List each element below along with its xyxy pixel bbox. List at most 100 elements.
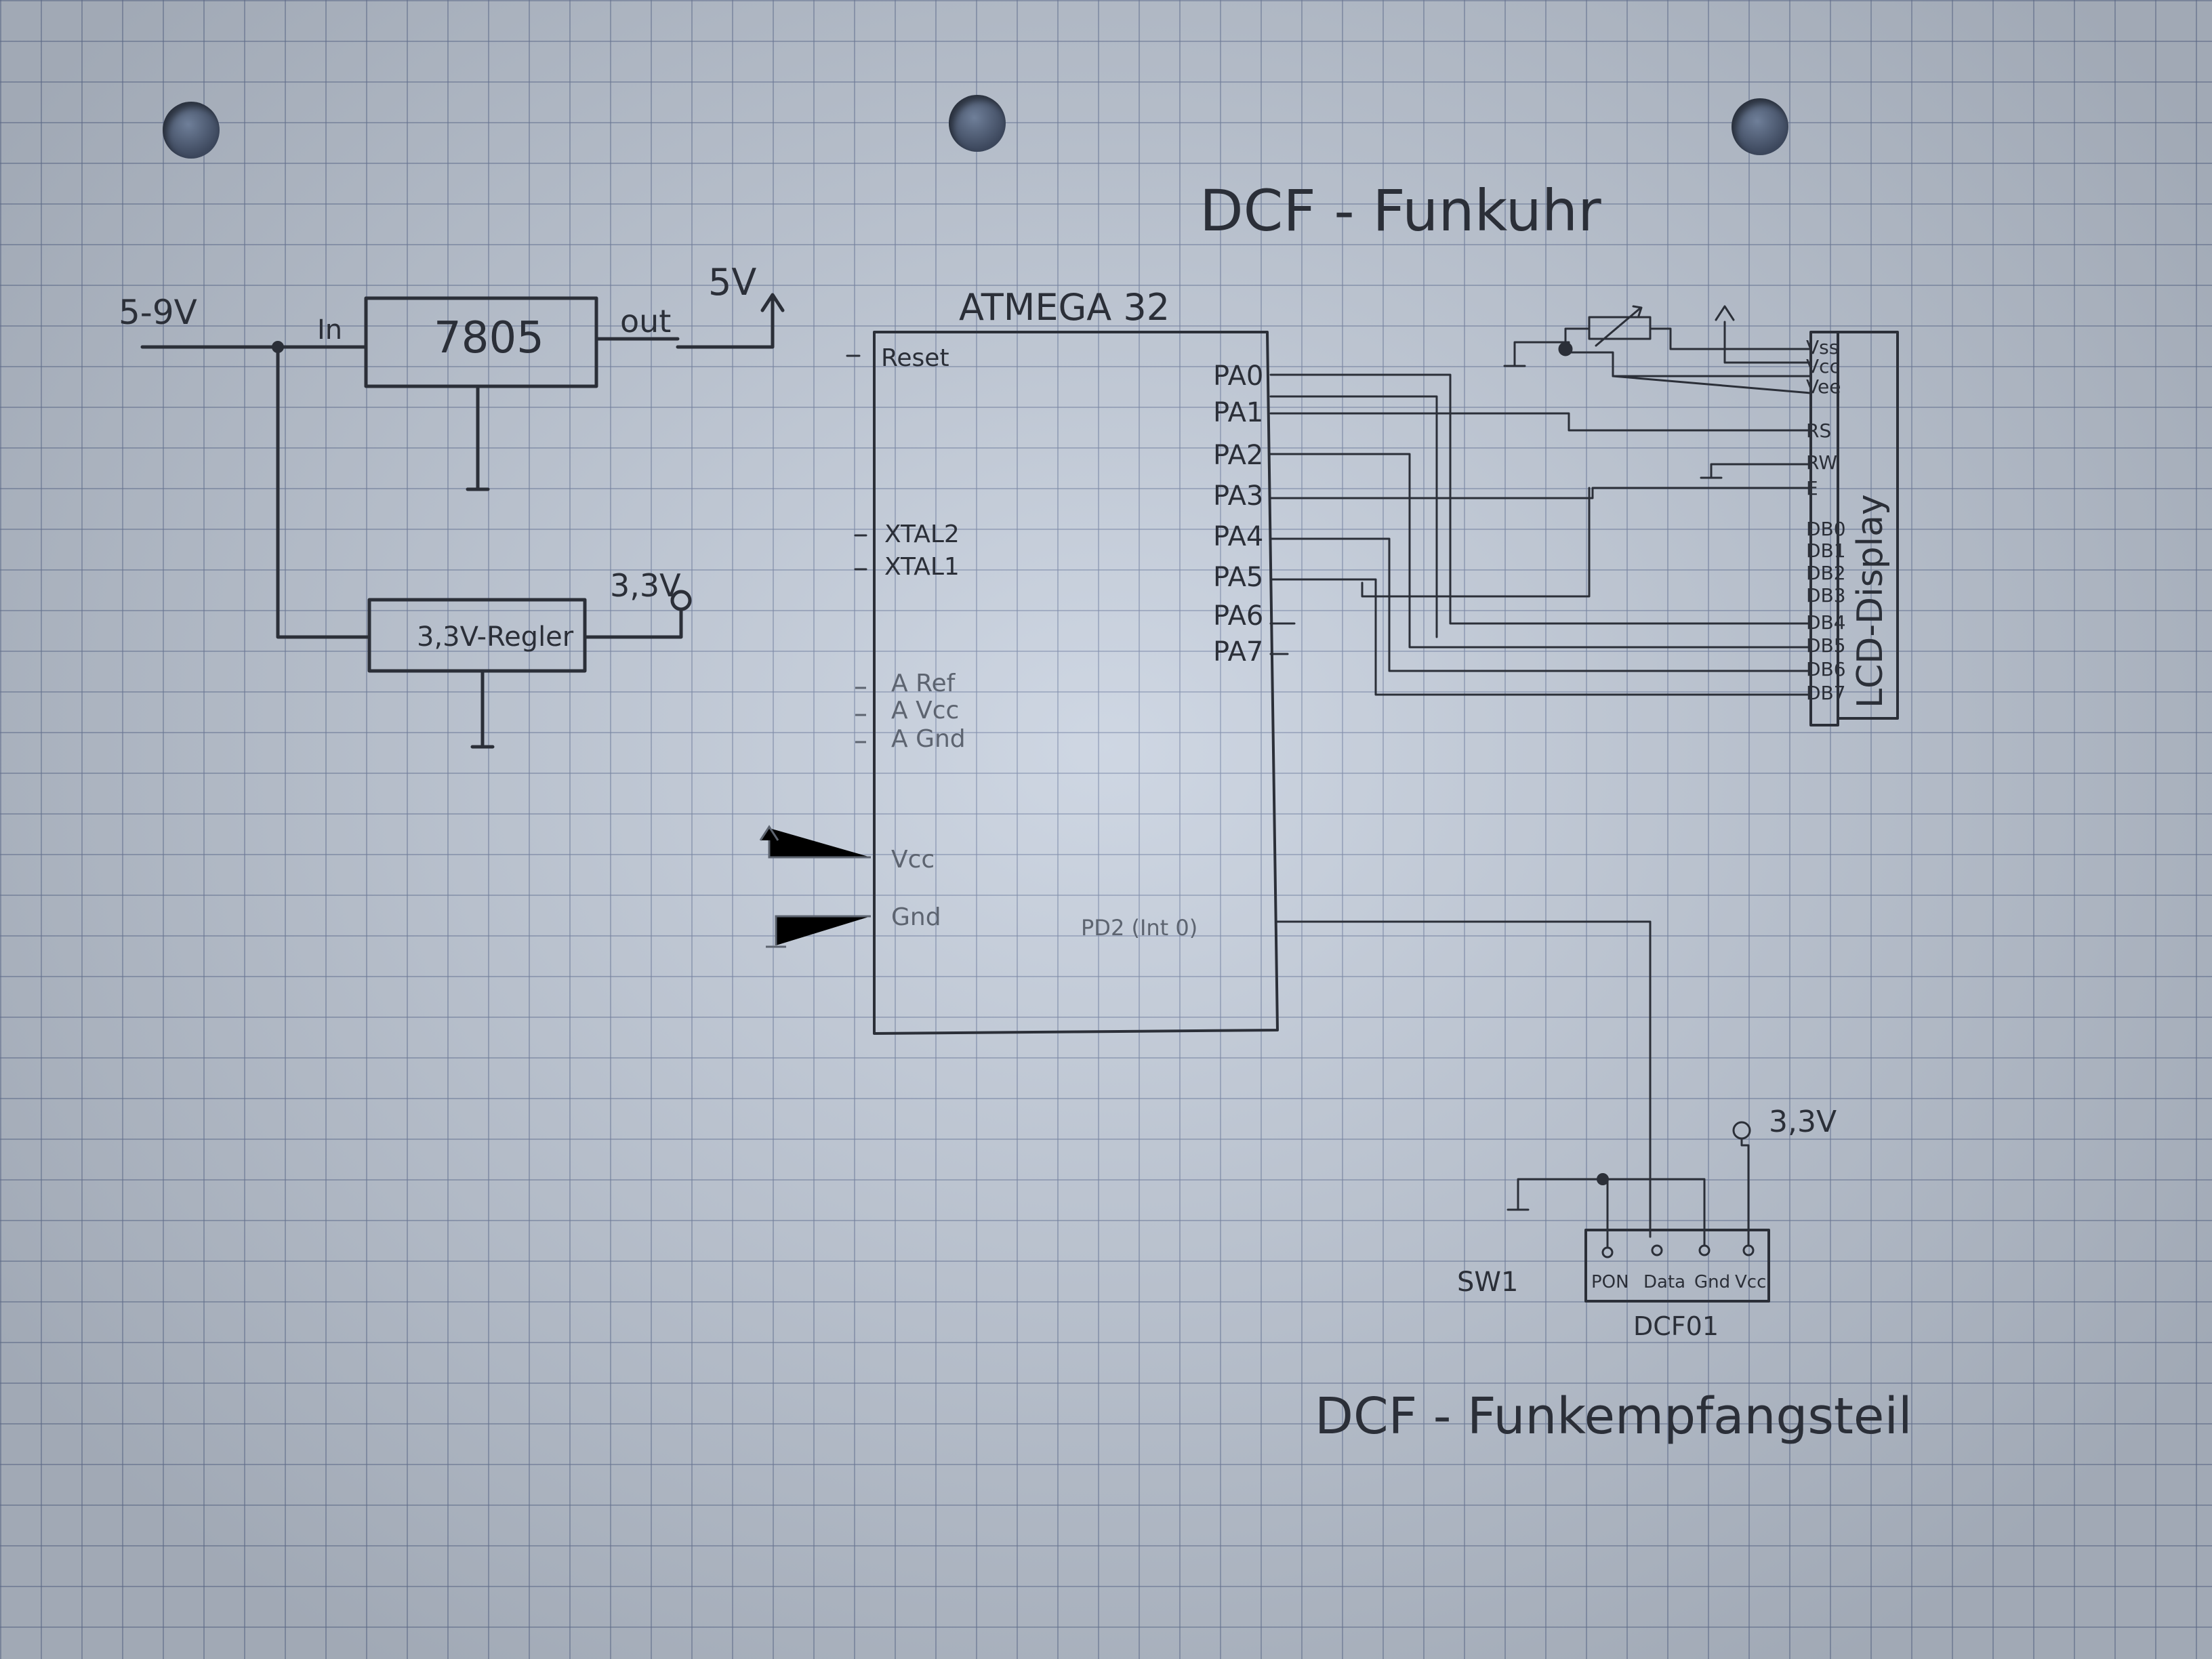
- lcd-contrast-network: [1503, 305, 1812, 394]
- lcd-vcc-arrow-icon: [1715, 305, 1735, 321]
- lcd-display-body: [1837, 331, 1899, 720]
- wire-pd2-data: [1276, 920, 1652, 1238]
- vee-to-pot: [1612, 375, 1812, 394]
- vcc-arrow-icon: [759, 825, 779, 841]
- regulator-3v3-output-wire: [583, 608, 683, 639]
- lcd-pin-db1: DB1: [1806, 539, 1846, 562]
- regulator-3v3-label: 3,3V-Regler: [417, 621, 574, 653]
- pin-label-pa3: PA3: [1213, 480, 1263, 512]
- gnd-supply-wire: [766, 915, 871, 948]
- pin-label-pa2: PA2: [1213, 440, 1263, 471]
- dcf-pin-vcc: Vcc: [1735, 1272, 1766, 1292]
- lcd-pin-labels: Vss Vcc Vee RS RW E DB0 DB1 DB2 DB3 DB4 …: [1806, 336, 1846, 704]
- atmega32-port-a-pins: PA0 PA1 PA2 PA3 PA4 PA5 PA6 PA7: [1213, 361, 1263, 668]
- lcd-pin-rw: RW: [1806, 451, 1837, 474]
- vss-to-lcd: [1564, 348, 1812, 377]
- dcf-pin-gnd: Gnd: [1694, 1272, 1730, 1292]
- lcd-pin-db3: DB3: [1806, 584, 1846, 607]
- pin-label-gnd: Gnd: [891, 903, 941, 931]
- receiver-title: DCF - Funkempfangsteil: [1315, 1387, 1912, 1446]
- dcf-ground-bus: [1507, 1178, 1706, 1248]
- pin-label-pa7: PA7: [1213, 636, 1263, 668]
- pin-label-avcc: A Vcc: [891, 697, 959, 724]
- pin-label-pa0: PA0: [1213, 361, 1263, 392]
- lcd-display-section: LCD-Display Vss Vcc Vee RS RW E DB0 DB1 …: [1806, 331, 1899, 726]
- regulator-in-label: In: [317, 314, 342, 346]
- lcd-pin-rs: RS: [1806, 419, 1831, 442]
- wire-pa1-rs: [1269, 395, 1812, 638]
- pin-label-vcc: Vcc: [891, 846, 935, 874]
- dcf-pin-gnd-terminal-icon: [1698, 1244, 1711, 1256]
- vcc-5v-lcd: [1723, 321, 1812, 364]
- wire-e-drop: [1361, 487, 1591, 598]
- pin-label-pa1: PA1: [1213, 397, 1263, 428]
- lcd-pin-vcc: Vcc: [1806, 355, 1840, 377]
- lcd-pin-db0: DB0: [1806, 518, 1846, 540]
- wire-pa4-db6: [1269, 537, 1812, 672]
- output-3v3-terminal-icon: [670, 590, 692, 611]
- wire-rw-ground: [1700, 463, 1812, 479]
- pot-left-wire: [1564, 327, 1591, 350]
- lcd-display-name: LCD-Display: [1850, 494, 1891, 708]
- vcc-supply-wire: [768, 828, 871, 859]
- pin-label-xtal2: XTAL2: [884, 520, 960, 548]
- power-supply-section: 5-9V 7805 In out 5V 3,3V-Regler 3,3V: [119, 261, 785, 749]
- wire-pa2-db5: [1269, 453, 1812, 649]
- atmega32-left-pins: Reset XTAL2 XTAL1 A Ref A Vcc A Gnd Vcc …: [759, 344, 966, 948]
- wire-pa5-db7: [1269, 578, 1812, 696]
- wire-pa3-e: [1269, 487, 1812, 499]
- output-5v-label: 5V: [708, 261, 756, 304]
- dcf01-pin-labels: PON Data Gnd Vcc: [1591, 1272, 1766, 1292]
- atmega32-name: ATMEGA 32: [959, 286, 1170, 329]
- schematic-title: DCF - Funkuhr: [1200, 178, 1601, 244]
- pin-label-pd2-int0: PD2 (Int 0): [1081, 915, 1197, 941]
- pin-label-pa4: PA4: [1213, 521, 1263, 552]
- dcf-pin-vcc-terminal-icon: [1742, 1244, 1755, 1256]
- atmega32-section: ATMEGA 32 Reset XTAL2 XTAL1 A Ref A Vcc …: [759, 286, 1279, 1035]
- pin-label-reset: Reset: [881, 344, 949, 372]
- lcd-pin-db2: DB2: [1806, 562, 1846, 584]
- dcf-receiver-section: DCF01 SW1 PON Data Gnd Vcc 3,3V: [1276, 920, 1837, 1341]
- dcf-pin-pon: PON: [1591, 1272, 1629, 1292]
- dcf-vcc-wire: [1740, 1137, 1750, 1247]
- punch-hole-left: [163, 102, 220, 159]
- dcf-pin-data-terminal-icon: [1651, 1244, 1663, 1256]
- pin-label-xtal1: XTAL1: [884, 553, 960, 581]
- punch-hole-middle: [949, 95, 1006, 152]
- atmega32-body: [873, 331, 1279, 1035]
- regulator-7805-box: [364, 296, 598, 388]
- mcu-lcd-wiring: [1269, 373, 1812, 696]
- pin-label-aref: A Ref: [891, 670, 956, 697]
- dcf-supply-terminal-icon: [1732, 1121, 1751, 1140]
- regulator-3v3-input-wire: [276, 345, 371, 639]
- potentiometer-wiper-icon: [1595, 305, 1643, 347]
- dcf-ground-junction: [1597, 1173, 1609, 1185]
- punch-hole-right: [1732, 98, 1788, 155]
- lcd-pin-db7: DB7: [1806, 682, 1846, 704]
- regulator-3v3-ground-wire: [470, 669, 495, 749]
- vcc-5v-arrow-icon: [760, 293, 785, 312]
- pot-right-wire: [1649, 327, 1812, 350]
- pin-label-pa6: PA6: [1213, 600, 1263, 632]
- input-voltage-label: 5-9V: [119, 293, 197, 332]
- pin-label-pa5: PA5: [1213, 562, 1263, 593]
- dcf-pin-pon-terminal-icon: [1601, 1246, 1614, 1258]
- dcf-supply-label: 3,3V: [1769, 1105, 1837, 1139]
- dcf-pin-data: Data: [1643, 1272, 1685, 1292]
- lcd-pin-db4: DB4: [1806, 611, 1846, 634]
- dcf01-name: DCF01: [1633, 1311, 1719, 1341]
- lcd-pin-vss: Vss: [1806, 336, 1839, 359]
- regulator-7805-label: 7805: [434, 313, 544, 363]
- lcd-pin-vee: Vee: [1806, 375, 1841, 398]
- lcd-pin-e: E: [1806, 477, 1818, 499]
- potentiometer-body: [1588, 316, 1652, 340]
- pin-label-agnd: A Gnd: [891, 725, 966, 753]
- regulator-out-label: out: [620, 303, 671, 340]
- dcf01-module-body: [1584, 1229, 1770, 1303]
- dcf-switch-label: SW1: [1457, 1267, 1518, 1298]
- regulator-7805-out-wire: [594, 296, 775, 349]
- output-3v3-label: 3,3V: [610, 567, 681, 604]
